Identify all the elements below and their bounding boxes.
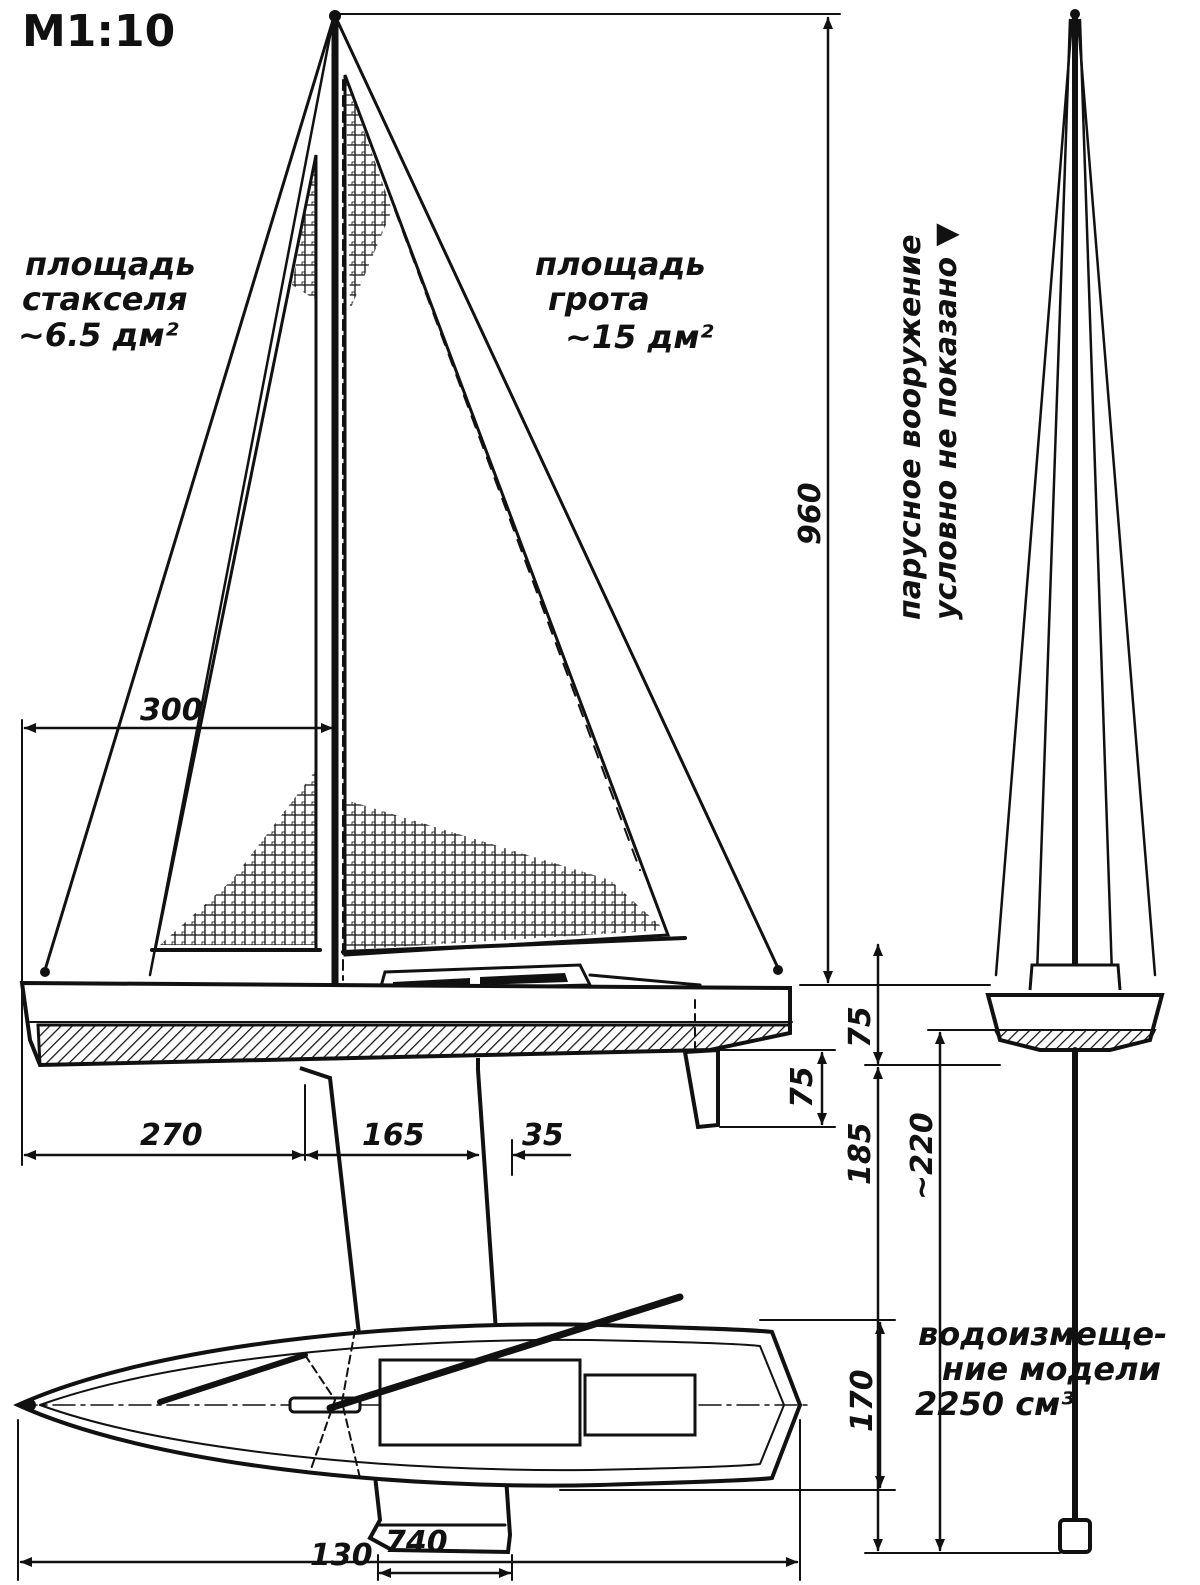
top-cabin [378, 1358, 582, 1447]
main-mesh-upper [346, 80, 392, 310]
top-view [13, 1293, 811, 1488]
main-mesh-lower [346, 800, 665, 950]
rig-note: парусное вооружение условно не показано … [893, 223, 964, 620]
front-shroud-left [994, 18, 1074, 977]
top-main-boom [326, 1293, 684, 1412]
dim-rudder-depth: 75 [785, 1066, 820, 1108]
top-cockpit [583, 1373, 697, 1437]
mainsail-leech-dashes [394, 209, 641, 871]
front-hull-hatched [993, 1029, 1157, 1051]
dim-length: 740 [385, 1525, 448, 1560]
front-shroud-left-2 [1035, 18, 1072, 977]
backstay [335, 18, 780, 970]
svg-text:водоизмеще-: водоизмеще- [918, 1315, 1167, 1353]
rudder [682, 1047, 720, 1130]
main-area-label: площадь грота ~15 дм² [535, 245, 714, 356]
stern-fitting [773, 965, 783, 975]
dim-keel-root: 165 [362, 1118, 425, 1153]
dim-bow-to-keel: 270 [140, 1118, 203, 1153]
svg-text:площадь: площадь [25, 245, 196, 283]
deck-fitting [588, 973, 702, 987]
front-shroud-right [1076, 18, 1157, 977]
front-view [985, 9, 1165, 1554]
jib-area-label: площадь стакселя ~6.5 дм² [18, 245, 196, 354]
top-shroud-a [304, 1354, 336, 1473]
cabin-window-2 [480, 973, 568, 985]
forestay [43, 18, 335, 972]
mast-head [329, 10, 341, 22]
side-view [19, 10, 793, 1555]
bow-fitting [40, 967, 50, 977]
dim-mast-height: 960 [793, 482, 828, 545]
jib-stay [148, 18, 335, 977]
displacement-label: водоизмеще- ние модели 2250 см³ [915, 1315, 1167, 1423]
svg-text:площадь: площадь [535, 245, 706, 283]
front-shroud-right-2 [1078, 18, 1114, 977]
dim-jib-base: 300 [140, 693, 203, 728]
svg-text:стакселя: стакселя [22, 280, 187, 318]
dim-total-draft: ~220 [905, 1112, 940, 1200]
dim-keel-sweep: 35 [522, 1118, 564, 1153]
side-dimensions: 300 270 165 35 130 960 75 [21, 13, 881, 1581]
svg-text:~15 дм²: ~15 дм² [565, 318, 714, 356]
dim-beam: 170 [845, 1369, 880, 1432]
scale-label: М1:10 [22, 6, 175, 57]
svg-text:2250 см³: 2250 см³ [915, 1385, 1074, 1423]
top-dimensions: 170 740 [17, 1319, 896, 1581]
top-jib-boom [157, 1352, 308, 1405]
hull-bottom-hatched [36, 1023, 792, 1067]
dim-keel-depth: 185 [843, 1122, 878, 1185]
dim-freeboard: 75 [843, 1006, 878, 1048]
svg-text:грота: грота [548, 280, 650, 318]
top-shroud-b [341, 1329, 361, 1479]
svg-text:ние модели: ние модели [942, 1350, 1161, 1388]
jib-mesh-lower [160, 770, 316, 945]
svg-text:условно не показано ▼: условно не показано ▼ [929, 223, 964, 620]
svg-text:парусное вооружение: парусное вооружение [893, 235, 928, 620]
jib-mesh-upper [292, 158, 316, 300]
svg-text:~6.5 дм²: ~6.5 дм² [18, 316, 179, 354]
front-keel-bulb [1058, 1518, 1092, 1554]
dim-keel-tip: 130 [310, 1538, 373, 1573]
main-boom [341, 936, 687, 954]
front-cabin [1028, 963, 1122, 991]
